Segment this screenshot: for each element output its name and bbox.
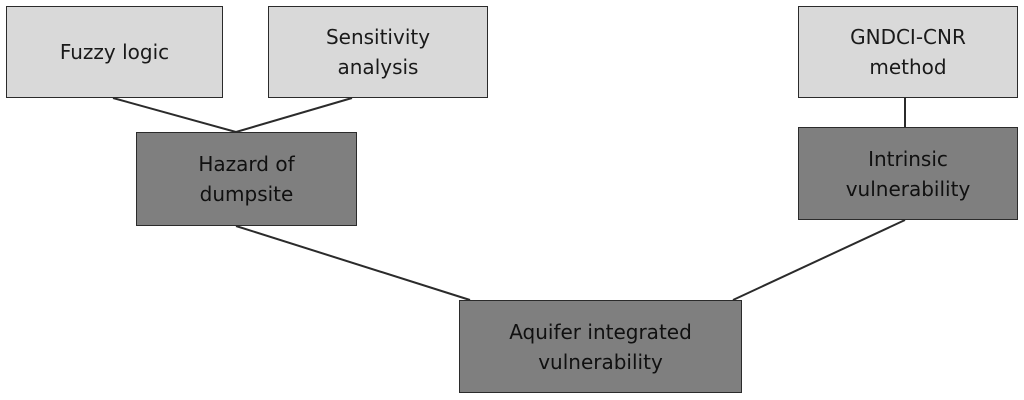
aquifer-integrated-vulnerability-box: Aquifer integrated vulnerability [459,300,742,393]
connector-sensitivity-to-hazard [235,97,353,133]
hazard-of-dumpsite-box: Hazard of dumpsite [136,132,357,226]
connector-hazard-to-aquifer [235,225,471,301]
gndci-cnr-method-box: GNDCI-CNR method [798,6,1018,98]
connector-fuzzy-to-hazard [112,97,237,133]
connector-intrinsic-to-aquifer [732,219,906,301]
fuzzy-logic-box: Fuzzy logic [6,6,223,98]
intrinsic-vulnerability-box: Intrinsic vulnerability [798,127,1018,220]
sensitivity-analysis-box: Sensitivity analysis [268,6,488,98]
